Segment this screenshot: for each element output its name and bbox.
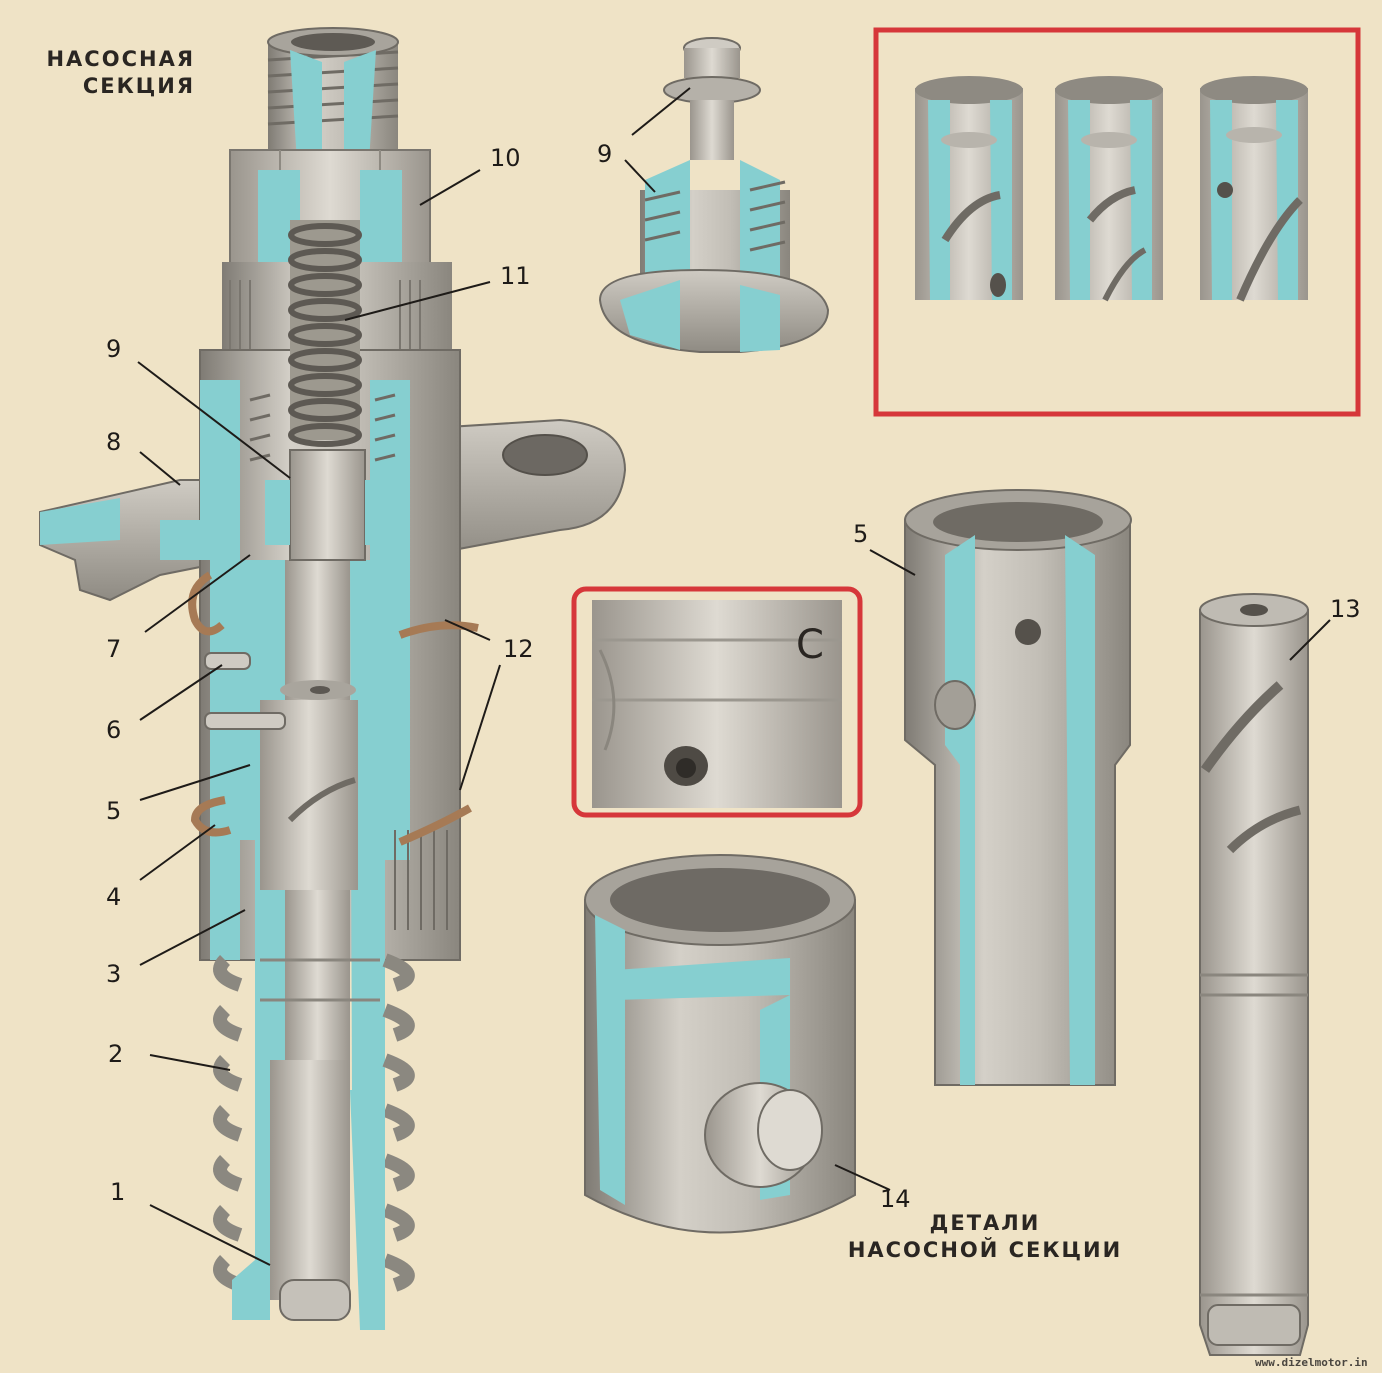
plunger-sleeve-5 [869,489,1132,1086]
callout-8: 8 [106,428,122,456]
details-title-line2: НАСОСНОЙ СЕКЦИИ [847,1238,1123,1262]
inset-marking-frame [571,586,863,818]
details-title: ДЕТАЛИ НАСОСНОЙ СЕКЦИИ [835,1210,1135,1264]
callout-2: 2 [108,1040,124,1068]
callout-3: 3 [106,960,122,988]
credit-text: www.dizelmotor.in [1255,1356,1368,1369]
valve-spring-11 [288,223,362,447]
pin-6 [204,652,251,670]
plunger-13 [1199,593,1331,1356]
callout-13: 13 [1330,595,1361,623]
section-title-line1: НАСОСНАЯ [46,47,195,71]
callout-5-sleeve: 5 [853,520,869,548]
callout-7: 7 [106,635,122,663]
sleeve-position-1 [915,76,1023,300]
callout-9-valve: 9 [597,140,613,168]
section-title-line2: СЕКЦИЯ [82,74,195,98]
tappet-cup-14 [584,854,891,1234]
callout-12: 12 [503,635,534,663]
inset-mark-c: С [796,622,824,668]
ring-12-lower [398,804,472,846]
callout-9: 9 [106,335,122,363]
callout-10: 10 [490,144,521,172]
ring-4 [190,796,232,837]
callout-4: 4 [106,883,122,911]
callout-11: 11 [500,262,531,290]
leader-lines [137,169,501,1266]
callout-1: 1 [110,1178,126,1206]
callout-14: 14 [880,1185,911,1213]
pump-section-assembly [39,27,627,1330]
sleeve-position-3 [1200,76,1308,302]
details-title-line1: ДЕТАЛИ [929,1211,1041,1235]
delivery-valve-detail [598,37,830,353]
callout-5: 5 [106,797,122,825]
ring-7 [188,571,225,636]
plunger-spring-2 [213,953,415,1330]
section-title: НАСОСНАЯ СЕКЦИЯ [35,46,195,100]
sleeve-position-2 [1055,76,1163,302]
sleeve-positions-frame [873,27,1361,417]
ring-12-upper [398,621,479,639]
callout-6: 6 [106,716,122,744]
